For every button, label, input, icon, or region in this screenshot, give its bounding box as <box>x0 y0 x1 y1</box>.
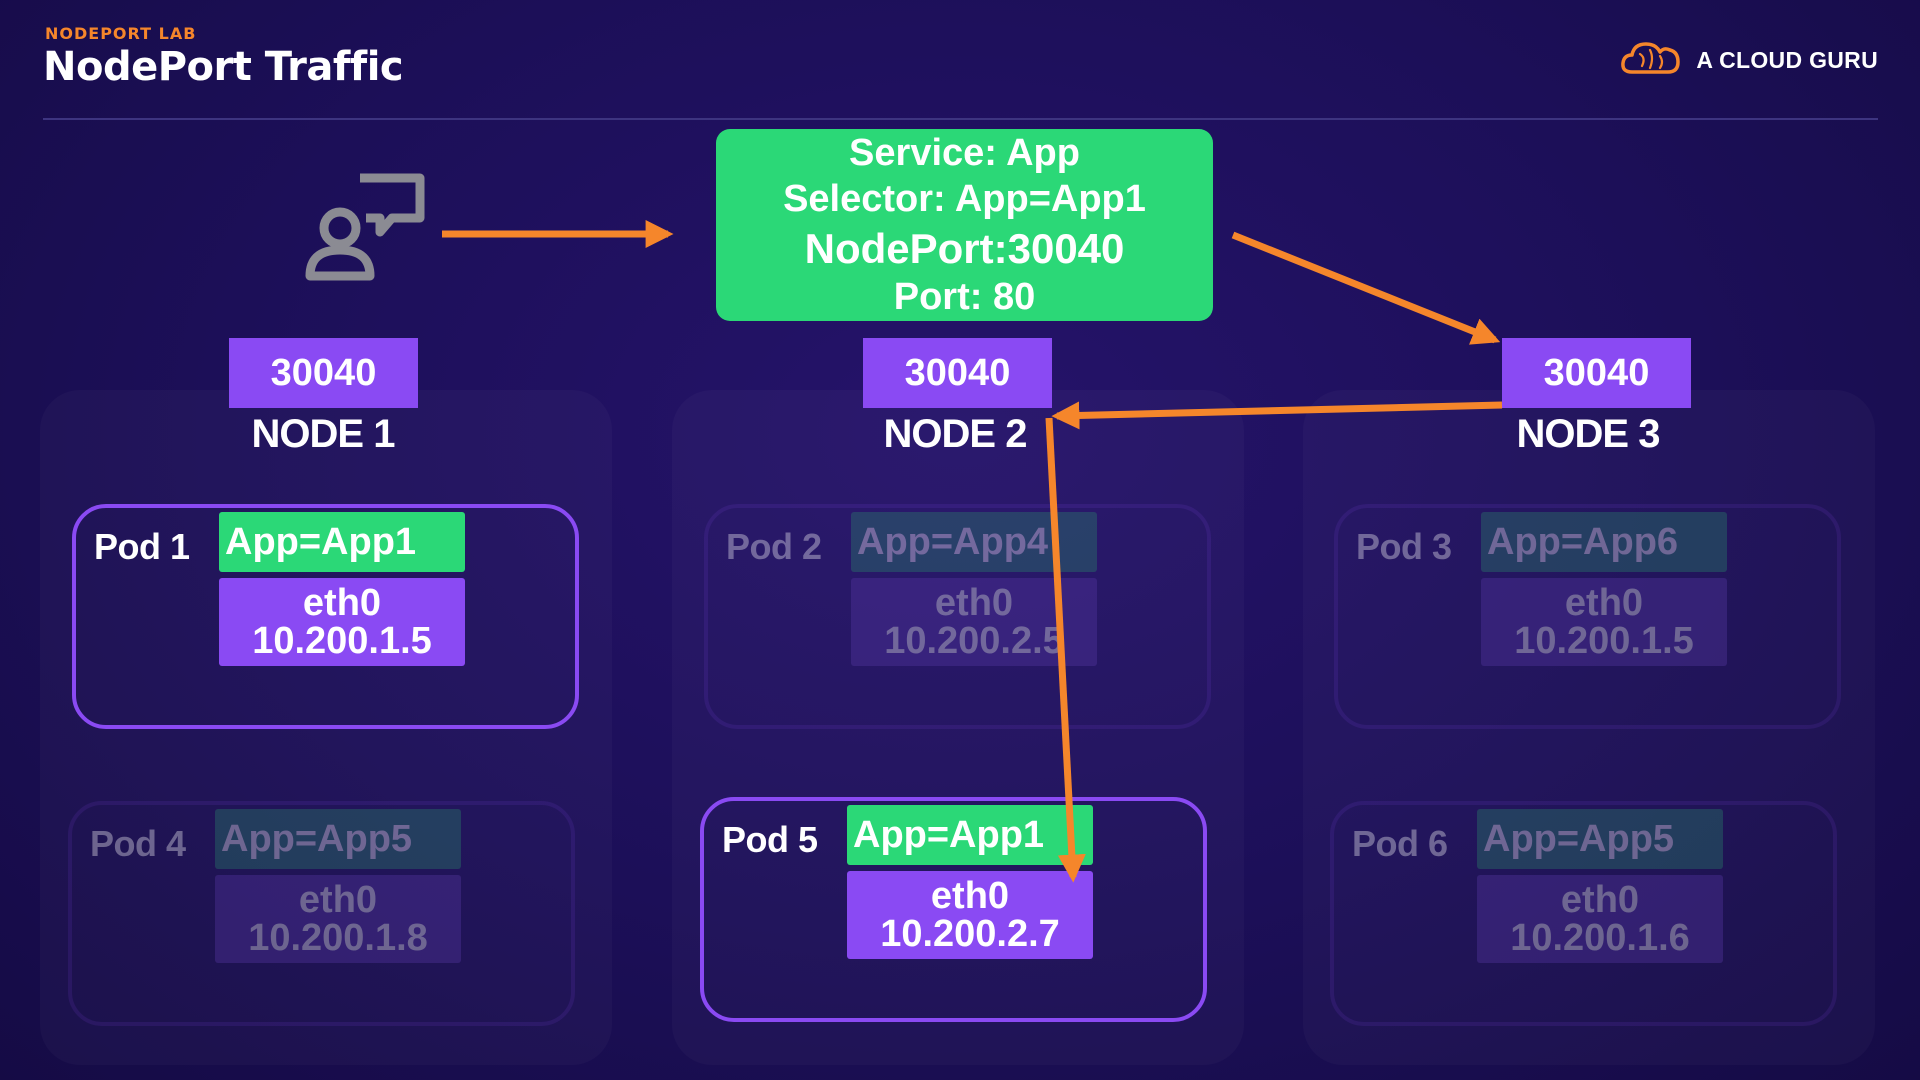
header-divider <box>43 118 1878 120</box>
pod-ip: 10.200.1.5 <box>1514 620 1694 662</box>
node-2-port-badge: 30040 <box>863 338 1052 408</box>
brand-name: A CLOUD GURU <box>1696 46 1878 73</box>
pod-4: Pod 4 App=App5 eth0 10.200.1.8 <box>68 801 575 1026</box>
page-title: NodePort Traffic <box>43 44 404 90</box>
pod-interface-name: eth0 <box>298 879 378 921</box>
cloud-logo-icon <box>1620 38 1682 82</box>
eyebrow-label: NODEPORT LAB <box>45 24 197 43</box>
pod-interface-name: eth0 <box>1564 582 1644 624</box>
pod-label: App=App5 <box>1477 809 1723 869</box>
arrow-node3-to-node2 <box>1051 401 1503 430</box>
brand-logo: A CLOUD GURU <box>1620 38 1878 82</box>
pod-interface: eth0 10.200.1.5 <box>219 578 465 666</box>
pod-5: Pod 5 App=App1 eth0 10.200.2.7 <box>700 797 1207 1022</box>
pod-interface: eth0 10.200.1.5 <box>1481 578 1727 666</box>
pod-label: App=App1 <box>219 512 465 572</box>
pod-name: Pod 2 <box>726 526 822 567</box>
node-1-port-badge: 30040 <box>229 338 418 408</box>
node-3-port-badge: 30040 <box>1502 338 1691 408</box>
arrow-service-to-node3 <box>1231 231 1501 345</box>
pod-name: Pod 3 <box>1356 526 1452 567</box>
pod-interface-name: eth0 <box>302 582 382 624</box>
pod-6: Pod 6 App=App5 eth0 10.200.1.6 <box>1330 801 1837 1026</box>
pod-name: Pod 1 <box>94 526 190 567</box>
node-1-label: NODE 1 <box>251 412 396 456</box>
pod-ip: 10.200.1.8 <box>248 917 428 959</box>
pod-3: Pod 3 App=App6 eth0 10.200.1.5 <box>1334 504 1841 729</box>
arrow-node2-to-pod5 <box>1045 417 1086 883</box>
service-selector: Selector: App=App1 <box>783 178 1146 221</box>
pod-ip: 10.200.2.7 <box>880 913 1060 955</box>
pod-interface: eth0 10.200.1.8 <box>215 875 461 963</box>
pod-interface-name: eth0 <box>1560 879 1640 921</box>
service-nodeport: NodePort:30040 <box>804 224 1125 272</box>
user-chat-icon <box>300 170 430 289</box>
pod-interface-name: eth0 <box>930 875 1010 917</box>
pod-1: Pod 1 App=App1 eth0 10.200.1.5 <box>72 504 579 729</box>
pod-ip: 10.200.1.6 <box>1510 917 1690 959</box>
pod-name: Pod 5 <box>722 819 818 860</box>
pod-ip: 10.200.2.5 <box>884 620 1064 662</box>
service-box: Service: App Selector: App=App1 NodePort… <box>716 129 1213 321</box>
pod-name: Pod 6 <box>1352 823 1448 864</box>
node-3-label: NODE 3 <box>1516 412 1661 456</box>
pod-interface: eth0 10.200.2.7 <box>847 871 1093 959</box>
pod-label: App=App5 <box>215 809 461 869</box>
service-name: Service: App <box>849 131 1080 174</box>
node-2-label: NODE 2 <box>883 412 1028 456</box>
pod-label: App=App6 <box>1481 512 1727 572</box>
pod-interface-name: eth0 <box>934 582 1014 624</box>
pod-ip: 10.200.1.5 <box>252 620 432 662</box>
service-port: Port: 80 <box>893 275 1036 318</box>
pod-interface: eth0 10.200.1.6 <box>1477 875 1723 963</box>
pod-label: App=App1 <box>847 805 1093 865</box>
pod-name: Pod 4 <box>90 823 186 864</box>
